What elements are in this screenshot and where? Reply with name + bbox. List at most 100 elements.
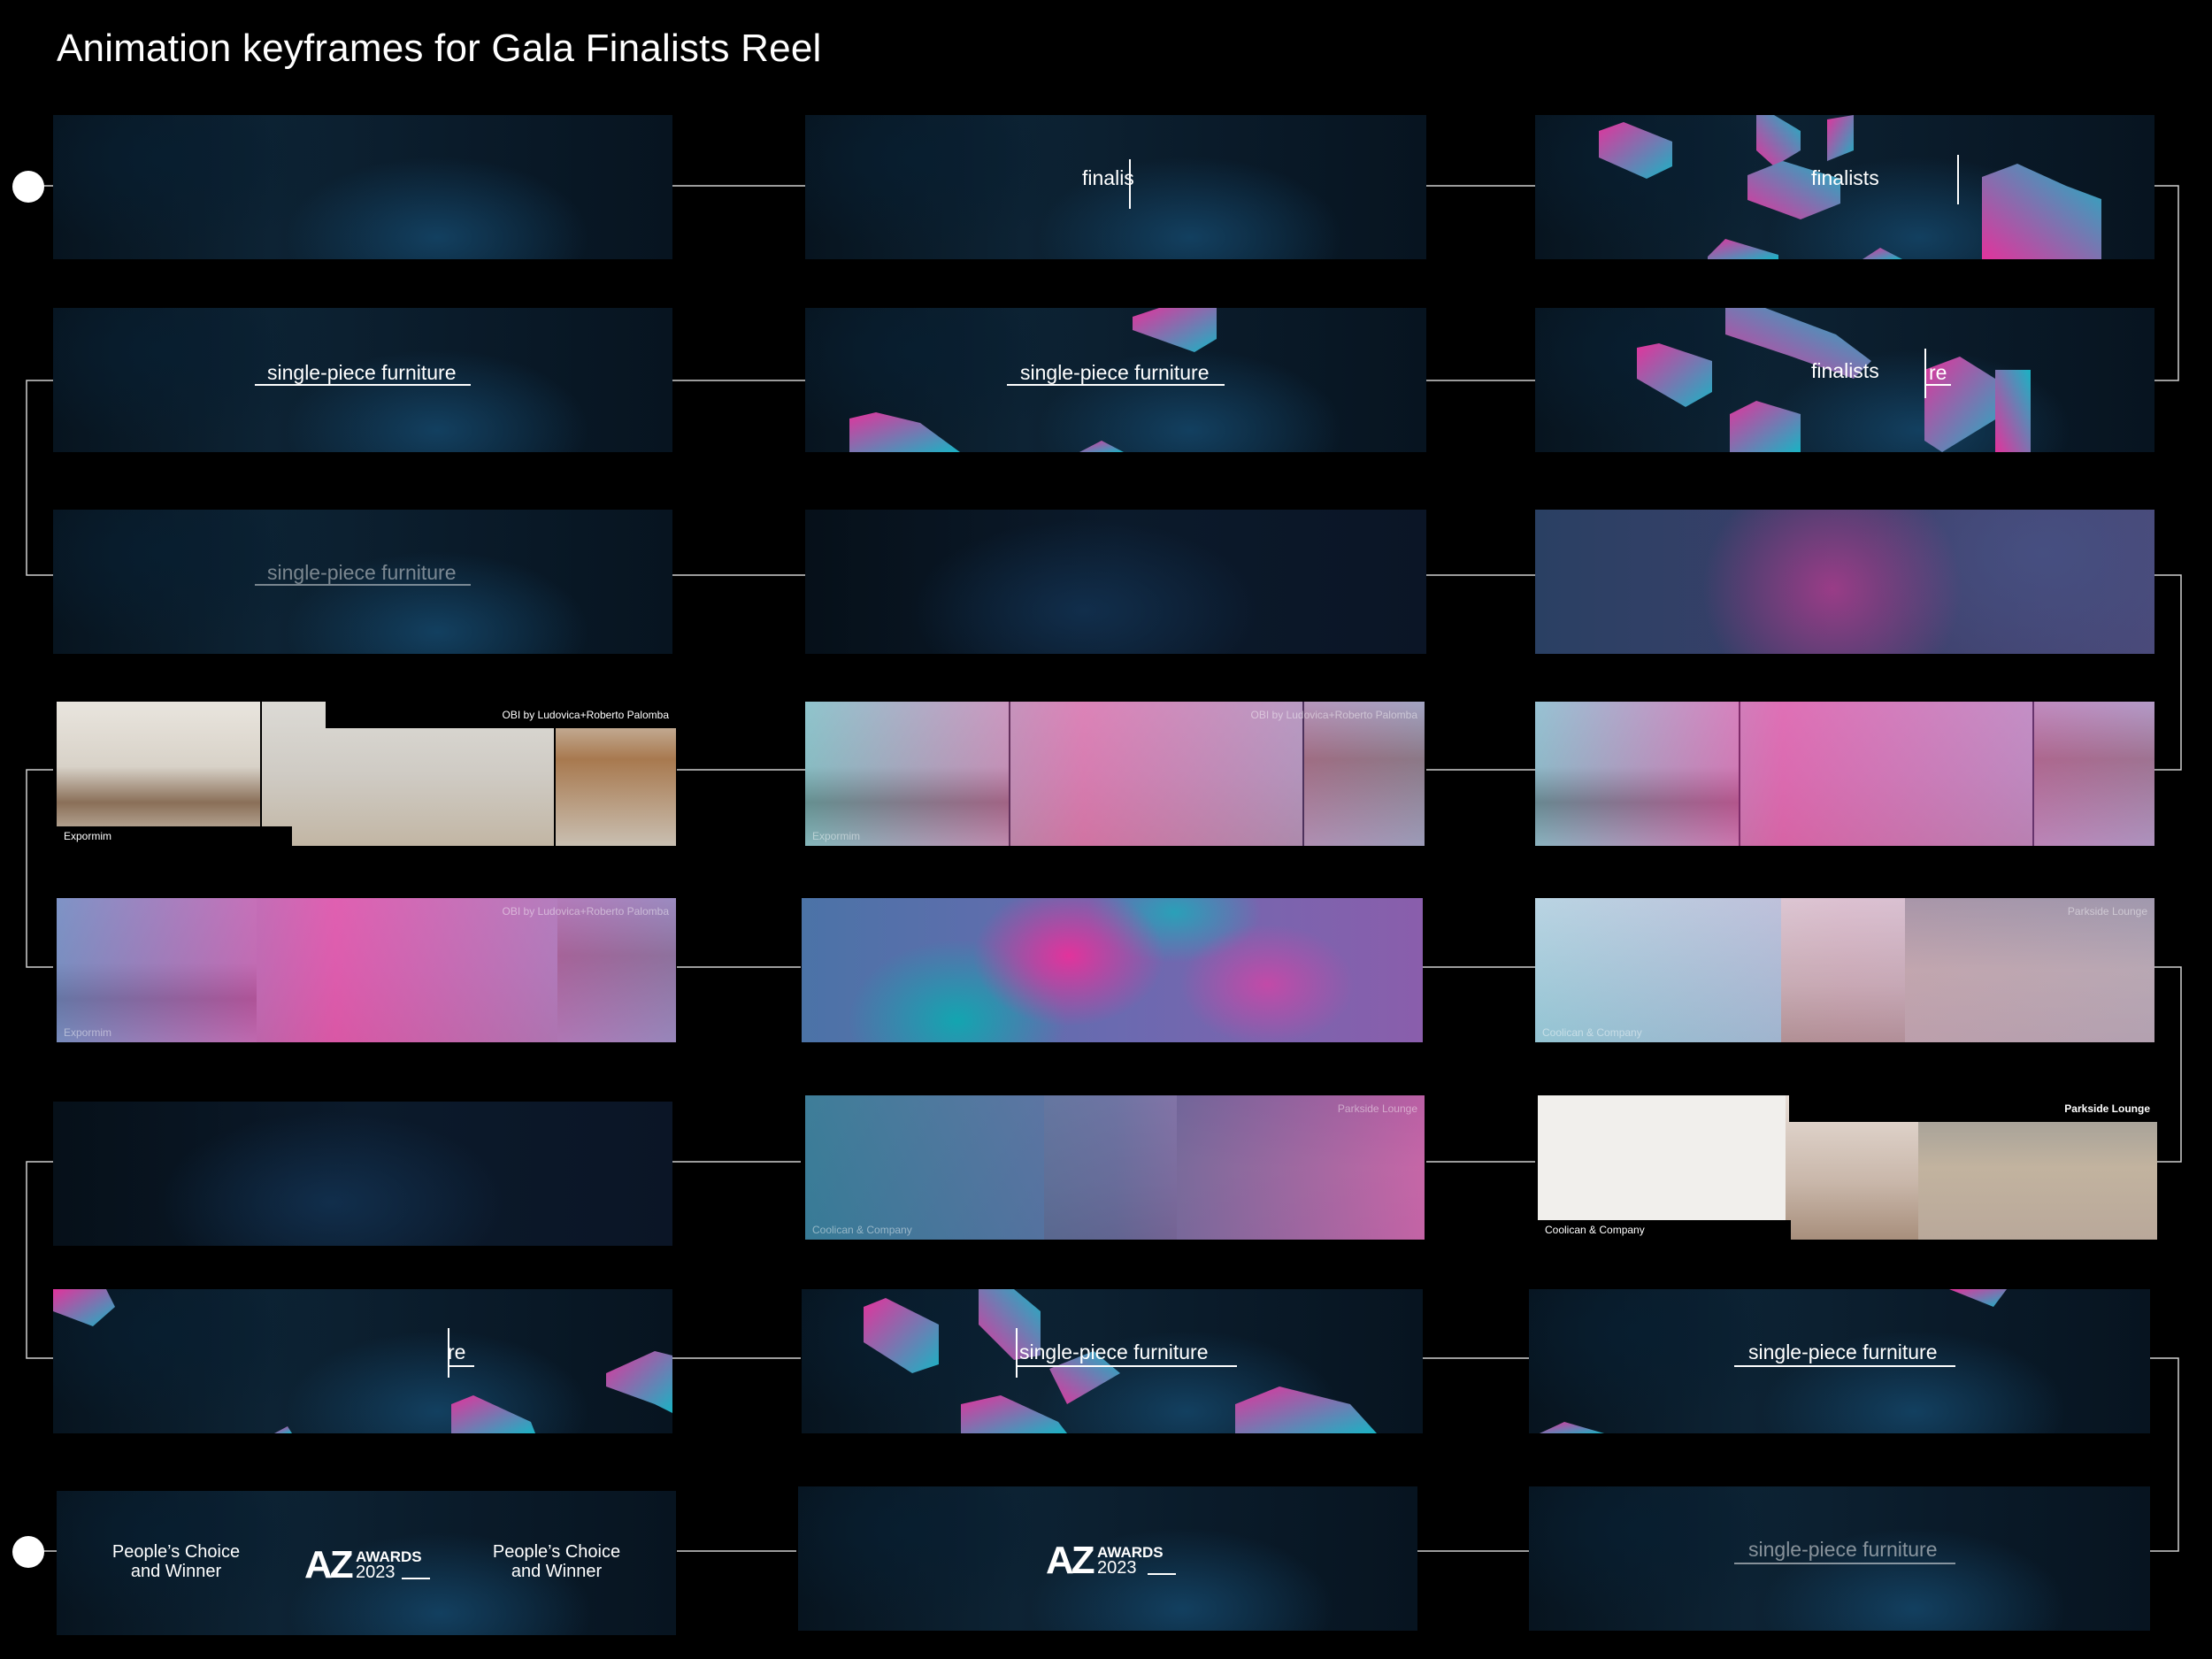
caption-bar: Expormim [57,1023,292,1042]
timeline-start-dot [12,171,44,203]
peoples-choice-label: People’s Choice and Winner [101,1542,251,1581]
logo-awards: AWARDS [1097,1544,1164,1561]
logo-underline [1148,1573,1176,1575]
logo-awards: AWARDS [356,1548,422,1565]
label-line: People’s Choice [492,1542,621,1562]
keyframe-7[interactable]: single-piece furniture [53,510,672,654]
text-underline [1924,384,1951,386]
caption-bar: Expormim [805,826,1041,846]
typing-text: finalis [1082,166,1134,189]
az-awards-logo: AZ AWARDS 2023 [304,1546,446,1590]
text-underline [1734,1365,1955,1367]
keyframe-24[interactable]: single-piece furniture [1529,1486,2150,1631]
caption-text: Expormim [64,1026,112,1039]
logo-year: 2023 [356,1563,396,1582]
photo-panel [1905,898,2154,1042]
caption-bar: OBI by Ludovica+Roberto Palomba [326,898,676,925]
keyframe-12[interactable] [1535,702,2154,846]
caption-text: OBI by Ludovica+Roberto Palomba [502,905,669,918]
keyframe-15[interactable]: Parkside Lounge Coolican & Company [1535,898,2154,1042]
cube-shapes [53,1289,672,1433]
caption-text: Parkside Lounge [2064,1102,2150,1115]
keyframe-text-fragment: re [448,1340,466,1363]
text-underline [1016,1365,1237,1367]
keyframe-text: single-piece furniture [267,361,457,384]
gradient-overlay [1535,898,2154,1042]
keyframe-10[interactable]: OBI by Ludovica+Roberto Palomba Expormim [57,702,676,846]
caption-bar: Coolican & Company [805,1220,1049,1240]
caption-text: Parkside Lounge [1337,1102,1417,1115]
caption-bar: Coolican & Company [1535,1023,1779,1042]
text-underline [1734,1563,1955,1564]
caption-text: OBI by Ludovica+Roberto Palomba [1250,709,1417,721]
caption-bar: Parkside Lounge [1789,1095,2157,1122]
caption-text: Coolican & Company [1545,1224,1645,1236]
label-line: and Winner [130,1562,222,1581]
caption-text: Coolican & Company [1542,1026,1642,1039]
keyframe-4[interactable]: single-piece furniture [53,308,672,452]
caption-bar: Parkside Lounge [1056,1095,1425,1122]
keyframe-16[interactable] [53,1102,672,1246]
caption-bar: OBI by Ludovica+Roberto Palomba [326,702,676,728]
keyframe-22[interactable]: People’s Choice and Winner AZ AWARDS 202… [57,1491,676,1635]
text-cursor [1016,1328,1018,1378]
keyframe-18[interactable]: Parkside Lounge Coolican & Company [1538,1095,2157,1240]
keyframe-text: single-piece furniture [1019,1340,1209,1363]
keyframe-text: single-piece furniture [1748,1340,1938,1363]
keyframe-text: single-piece furniture [1748,1538,1938,1561]
text-underline [448,1365,474,1367]
text-underline [255,584,471,586]
caption-text: Expormim [812,830,861,842]
page-title: Animation keyframes for Gala Finalists R… [57,27,822,70]
label-line: and Winner [511,1562,603,1581]
az-awards-logo: AZ AWARDS 2023 [1046,1541,1187,1586]
photo-panel [1538,1095,1786,1240]
caption-text: Parkside Lounge [2067,905,2147,918]
photo-panel [1781,898,1905,1042]
logo-year: 2023 [1097,1558,1137,1578]
timeline-end-dot [12,1536,44,1568]
cube-shapes [864,1289,1377,1433]
gradient-overlay [1535,702,2154,846]
keyframe-23[interactable]: AZ AWARDS 2023 [798,1486,1417,1631]
keyframe-11[interactable]: OBI by Ludovica+Roberto Palomba Expormim [805,702,1425,846]
text-cursor [1129,159,1131,209]
text-cursor [448,1328,449,1378]
text-cursor [1924,349,1926,398]
cube-shapes [1599,115,2101,259]
keyframe-8[interactable] [805,510,1426,654]
caption-bar: Coolican & Company [1538,1220,1791,1240]
cube-shapes [1540,1289,2007,1433]
keyframe-5[interactable]: single-piece furniture [805,308,1426,452]
keyframe-20[interactable]: single-piece furniture [802,1289,1423,1433]
keyframe-text-fragment: re [1929,361,1947,384]
cube-shapes [1637,308,2031,452]
keyframe-17[interactable]: Parkside Lounge Coolican & Company [805,1095,1425,1240]
gradient-overlay [57,898,676,1042]
gradient-overlay [805,702,1425,846]
keyframe-1[interactable] [53,115,672,259]
caption-text: Coolican & Company [812,1224,912,1236]
text-cursor [1957,155,1959,204]
label-line: People’s Choice [111,1542,241,1562]
caption-bar: Expormim [57,826,292,846]
keyframe-text: single-piece furniture [267,561,457,584]
photo-panel [57,702,260,846]
keyframe-13[interactable]: OBI by Ludovica+Roberto Palomba Expormim [57,898,676,1042]
logo-az: AZ [1046,1539,1095,1582]
keyframe-21[interactable]: single-piece furniture [1529,1289,2150,1433]
caption-text: OBI by Ludovica+Roberto Palomba [502,709,669,721]
keyframe-19[interactable]: re [53,1289,672,1433]
keyframe-text: finalists [1811,166,1879,189]
caption-bar: OBI by Ludovica+Roberto Palomba [1074,702,1425,728]
keyframe-6[interactable]: finalists re [1535,308,2154,452]
keyframe-9[interactable] [1535,510,2154,654]
keyframe-text: finalists [1811,359,1879,382]
keyframe-2[interactable]: finalis [805,115,1426,259]
keyframe-3[interactable]: finalists [1535,115,2154,259]
text-underline [1007,384,1225,386]
logo-az: AZ [304,1543,354,1586]
keyframe-14[interactable] [802,898,1423,1042]
text-underline [255,384,471,386]
